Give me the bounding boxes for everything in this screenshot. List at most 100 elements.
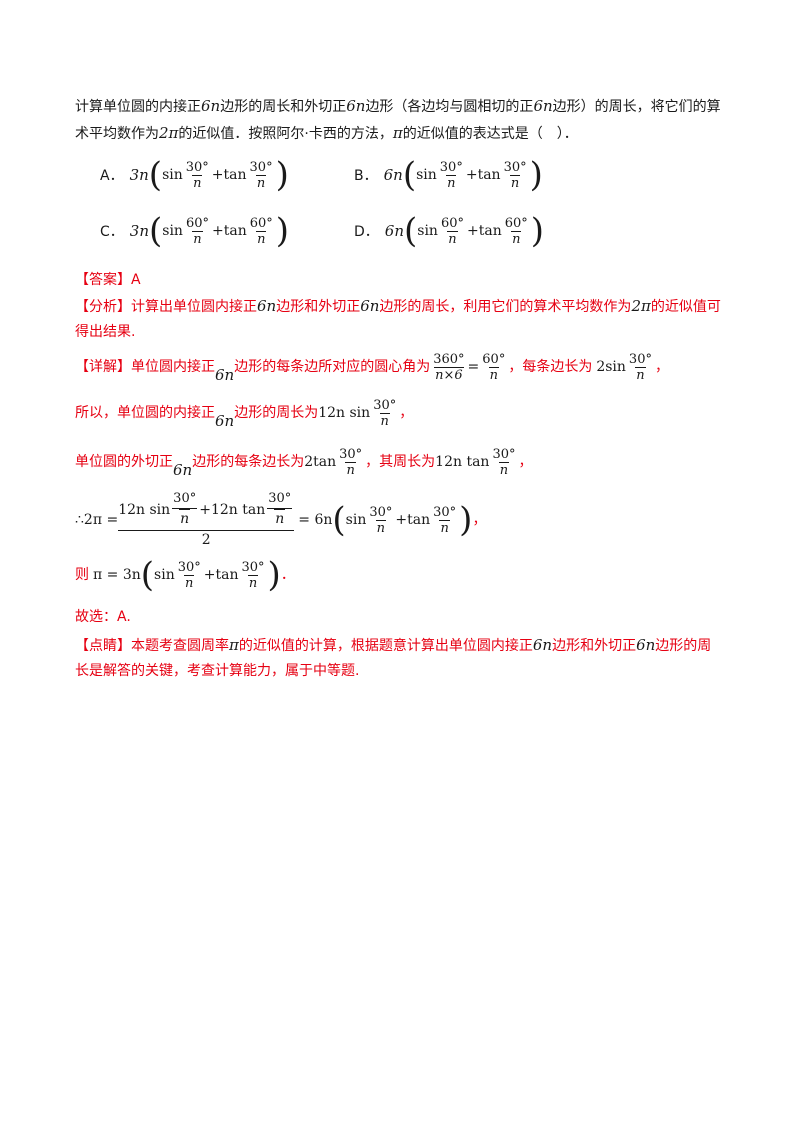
- option-label: C．: [100, 224, 124, 240]
- comment-tag: 【点睛】: [75, 638, 131, 654]
- frac-num: 30°: [172, 491, 198, 509]
- right-paren: ): [275, 211, 290, 251]
- big-fraction: 12n sin 30°n +12n tan 30°n 2: [118, 491, 295, 549]
- option-c[interactable]: C． 3n ( sin 60°n + tan 60°n ): [100, 214, 289, 248]
- math-2pi: 2π: [159, 124, 179, 142]
- math-6n: 6n: [346, 97, 366, 115]
- frac-den: n: [192, 174, 203, 191]
- frac-num: 360°: [433, 351, 465, 367]
- analysis-text: 边形的周长，利用它们的算术平均数作为: [379, 299, 632, 315]
- question-line-2: 术平均数作为2π的近似值．按照阿尔·卡西的方法，π的近似值的表达式是（ ）．: [75, 123, 578, 144]
- analysis-text: 边形和外切正: [276, 299, 361, 315]
- option-b[interactable]: B． 6n ( sin 30°n + tan 30°n ): [354, 158, 543, 192]
- sin-fn: sin: [417, 223, 438, 239]
- left-paren: (: [149, 211, 163, 251]
- left-paren: (: [404, 211, 418, 251]
- math-6n: 6n: [215, 366, 235, 384]
- frac-num: 30°: [267, 491, 293, 509]
- frac-num: 60°: [185, 215, 209, 231]
- math-expr: 12n tan: [435, 454, 490, 470]
- detail-text: ，: [472, 512, 487, 528]
- frac-num: 30°: [241, 559, 265, 575]
- frac-den: n: [635, 366, 646, 383]
- frac-num: 60°: [482, 351, 506, 367]
- right-paren: ): [530, 211, 545, 251]
- plus-sign: +: [465, 167, 478, 183]
- plus-sign: +: [203, 567, 216, 583]
- detail-text: 边形的每条边所对应的圆心角为: [234, 359, 431, 375]
- math-6n: 6n: [173, 461, 193, 479]
- fraction: 30°n: [432, 505, 457, 536]
- math-expr: +12n tan: [199, 501, 266, 518]
- frac-num: 30°: [439, 159, 463, 175]
- right-paren: ): [275, 155, 289, 195]
- comment-line-1: 【点睛】本题考查圆周率π的近似值的计算，根据题意计算出单位圆内接正6n边形和外切…: [75, 635, 711, 656]
- tan-fn: tan: [478, 223, 502, 239]
- fraction: 30°n: [491, 447, 516, 478]
- frac-den: n: [274, 509, 286, 527]
- frac-den: n: [509, 174, 521, 191]
- frac-den: n: [247, 574, 259, 591]
- frac-num: 60°: [440, 215, 464, 231]
- fraction: 360°n×6: [432, 352, 465, 383]
- math-6n: 6n: [257, 297, 277, 315]
- fraction: 60°n: [481, 352, 506, 383]
- plus-sign: +: [395, 512, 408, 528]
- right-paren: ): [459, 500, 473, 540]
- option-label: B．: [354, 168, 378, 184]
- frac-num: 30°: [185, 159, 209, 175]
- option-d[interactable]: D． 6n ( sin 60°n + tan 60°n ): [354, 214, 544, 248]
- math-6n: 6n: [532, 636, 553, 654]
- frac-den: n: [446, 174, 457, 191]
- option-coef: 3n: [129, 166, 149, 184]
- question-text: 的近似值．按照阿尔·卡西的方法，: [178, 126, 393, 142]
- frac-num: 30°: [369, 504, 393, 520]
- fraction: 30°n: [172, 491, 198, 528]
- analysis-line-2: 得出结果.: [75, 322, 135, 342]
- detail-text: 单位圆内接正: [131, 359, 215, 375]
- frac-den: n: [345, 461, 356, 478]
- frac-num: 30°: [373, 397, 397, 413]
- frac-num: 60°: [249, 215, 273, 231]
- frac-den: n: [379, 412, 390, 429]
- fraction: 30°n: [368, 505, 393, 536]
- detail-text: ，其周长为: [365, 454, 436, 470]
- left-paren: (: [332, 500, 346, 540]
- option-label: D．: [354, 224, 379, 240]
- tan-fn: tan: [215, 567, 239, 583]
- comment-text: 边形和外切正: [552, 638, 637, 654]
- math-2pi: 2π: [631, 297, 651, 315]
- fraction: 30°n: [241, 560, 266, 591]
- fraction: 30°n: [628, 352, 653, 383]
- question-text: 边形）的周长，将它们的算: [552, 99, 721, 115]
- math-expr: = 6n: [298, 512, 333, 528]
- math-6n: 6n: [201, 97, 221, 115]
- frac-den: n: [184, 574, 195, 591]
- tan-fn: tan: [477, 167, 501, 183]
- frac-num: 30°: [339, 446, 363, 462]
- frac-den: n: [447, 230, 458, 247]
- frac-den: n: [498, 461, 510, 478]
- left-paren: (: [402, 155, 417, 195]
- frac-den: n×6: [434, 366, 464, 383]
- answer-tag: 【答案】: [75, 272, 131, 288]
- detail-text: 则: [75, 567, 89, 583]
- left-paren: (: [140, 555, 155, 595]
- frac-num: 30°: [177, 559, 201, 575]
- question-line-1: 计算单位圆的内接正6n边形的周长和外切正6n边形（各边均与圆相切的正6n边形）的…: [75, 96, 721, 117]
- analysis-tag: 【分析】: [75, 299, 131, 315]
- plus-sign: +: [211, 167, 224, 183]
- sin-fn: sin: [162, 167, 183, 183]
- frac-num: 30°: [503, 159, 527, 175]
- fraction: 30°n: [439, 160, 464, 191]
- math-pi: π: [229, 636, 239, 654]
- tan-fn: tan: [223, 223, 247, 239]
- option-a[interactable]: A． 3n ( sin 30°n + tan 30°n ): [100, 158, 289, 192]
- sin-fn: sin: [345, 512, 367, 528]
- analysis-text: 计算出单位圆内接正: [131, 299, 257, 315]
- frac-num: 30°: [492, 446, 516, 462]
- fraction: 60°n: [249, 216, 274, 247]
- detail-text: 故选：A.: [75, 609, 131, 625]
